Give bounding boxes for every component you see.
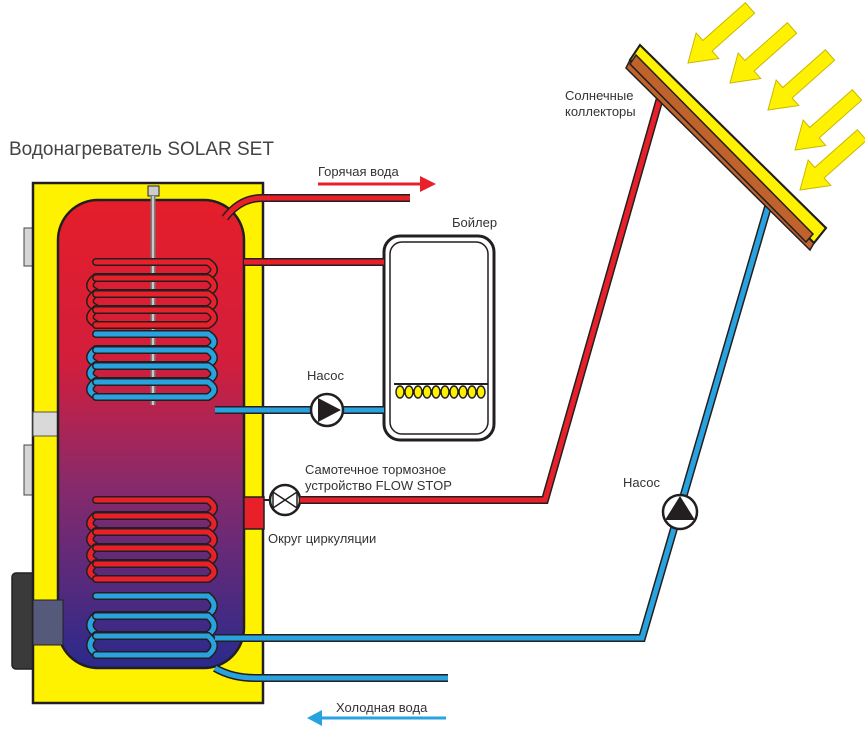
lower-coil-cold [86,592,218,659]
coil-loop [93,307,217,328]
upper-coil-cold [86,330,218,401]
flow-stop-valve-icon [268,483,302,517]
flow-stop-label-line2: устройство FLOW STOP [305,478,452,493]
sun-rays [687,2,865,191]
flame-icon [458,385,468,399]
boiler-label: Бойлер [452,215,497,230]
pump-icon [661,493,699,531]
solar-supply-pipe [300,97,663,503]
casing-band [32,411,60,437]
boiler [382,234,496,442]
upper-coil-hot [86,258,218,329]
flame-icon [404,385,414,399]
pump-icon [309,392,345,428]
coil-loop [93,561,217,582]
boiler-inner [389,241,489,435]
flame-icon [440,385,450,399]
coil-loop [93,633,217,658]
diagram-title: Водонагреватель SOLAR SET [9,139,274,160]
coil-loop [93,379,217,400]
solar-return-pipe [215,199,773,641]
hot-water-pipe [223,195,410,220]
flame-icon [449,385,459,399]
sun-ray-arrow-icon [767,49,836,111]
flame-icon [467,385,477,399]
flame-icon [422,385,432,399]
heating-element [32,599,64,646]
cold-water-label: Холодная вода [336,700,428,715]
flame-icon [413,385,423,399]
solar-collectors-label-line2: коллекторы [565,104,636,119]
solar-collectors-label-line1: Солнечные [565,88,633,103]
pump-left-label: Насос [307,368,344,383]
circulation-connector [243,496,265,530]
circulation-label: Округ циркуляции [268,531,376,546]
solar-collector [625,43,828,252]
lower-coil-hot [86,496,218,583]
sun-ray-arrow-icon [799,129,865,191]
flame-icon [476,385,486,399]
cold-water-arrow-head [307,710,322,726]
sun-ray-arrow-icon [729,22,798,84]
flow-stop-label-line1: Самотечное тормозное [305,462,446,477]
burner-icon [394,383,488,399]
pump-right-label: Насос [623,475,660,490]
flame-icon [395,385,405,399]
sun-ray-arrow-icon [687,2,756,64]
hot-water-arrow-head [420,176,436,192]
sun-ray-arrow-icon [794,89,863,151]
hot-water-label: Горячая вода [318,164,399,179]
tank-top-fitting [147,185,160,197]
cold-water-pipe [213,665,448,681]
flame-icon [431,385,441,399]
